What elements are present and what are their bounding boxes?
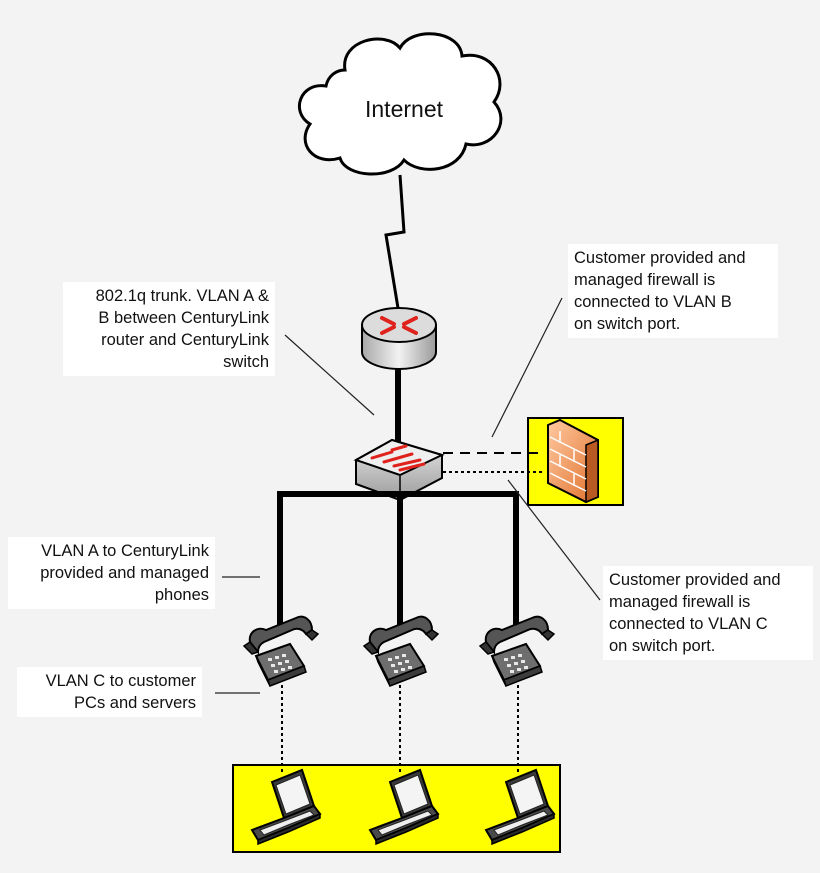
switch-icon: [353, 438, 445, 502]
phone-icon: [363, 615, 439, 687]
note-line: connected to VLAN C: [609, 615, 768, 633]
router-icon: [361, 307, 437, 370]
note-line: B between CenturyLink: [98, 309, 269, 327]
cloud-label: Internet: [365, 96, 444, 122]
note-line: switch: [223, 353, 269, 371]
note-line: router and CenturyLink: [101, 331, 269, 349]
vlan-c-note: VLAN C to customer PCs and servers: [17, 667, 202, 717]
note-line: Customer provided and: [609, 571, 781, 589]
note-line: on switch port.: [574, 315, 681, 333]
trunk-note: 802.1q trunk. VLAN A & B between Century…: [63, 282, 275, 376]
phone-links: [277, 491, 519, 625]
note-line: PCs and servers: [74, 694, 196, 712]
pc-links: [281, 685, 519, 775]
cloud-icon: [298, 32, 503, 176]
note-line: phones: [154, 586, 209, 604]
firewall-icon: [547, 418, 599, 504]
note-line: connected to VLAN B: [574, 293, 732, 311]
note-line: on switch port.: [609, 637, 716, 655]
note-line: managed firewall is: [609, 593, 751, 611]
note-line: VLAN C to customer: [45, 672, 196, 690]
note-line: provided and managed: [40, 564, 209, 582]
wan-link: [384, 174, 406, 309]
vlan-a-note: VLAN A to CenturyLink provided and manag…: [8, 537, 215, 609]
note-line: VLAN A to CenturyLink: [41, 542, 209, 560]
phone-icon: [243, 615, 319, 687]
phone-icon: [479, 615, 555, 687]
firewall-vlan-c-note: Customer provided and managed firewall i…: [603, 566, 813, 660]
firewall-vlan-b-note: Customer provided and managed firewall i…: [568, 244, 778, 338]
note-line: managed firewall is: [574, 271, 716, 289]
note-line: 802.1q trunk. VLAN A &: [95, 287, 269, 305]
note-line: Customer provided and: [574, 249, 746, 267]
callout-lines: [215, 297, 601, 694]
